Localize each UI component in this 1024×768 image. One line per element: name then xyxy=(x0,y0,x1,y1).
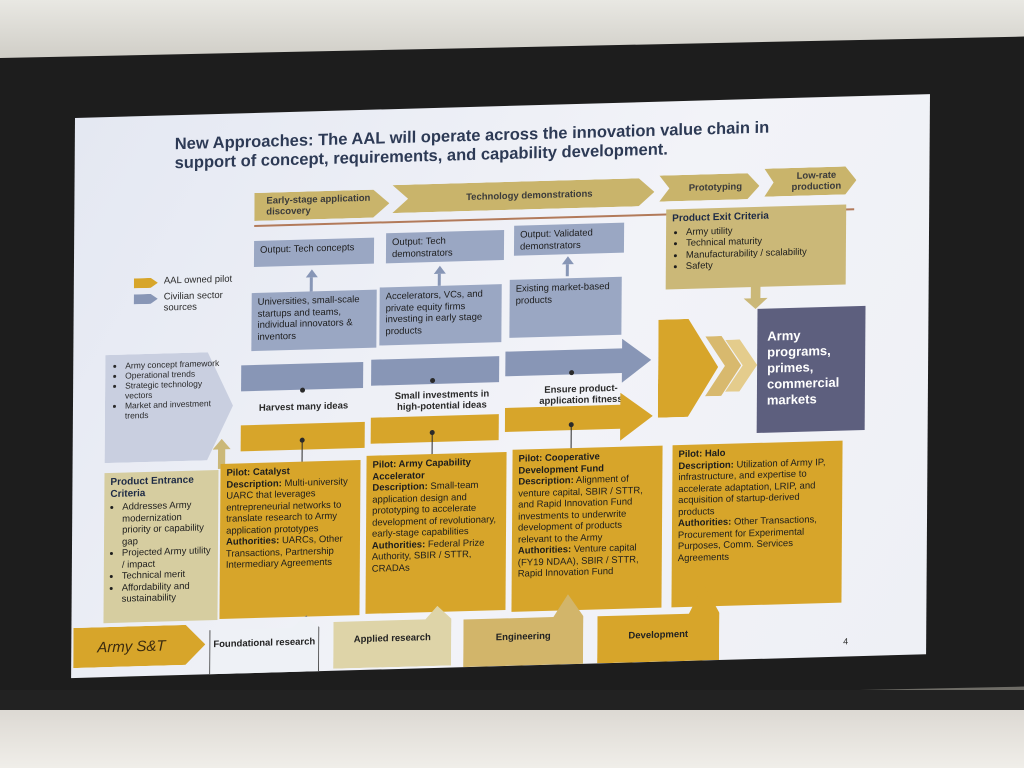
stage-label: Technology demonstrations xyxy=(466,188,593,203)
product-exit-criteria: Product Exit Criteria Army utility Techn… xyxy=(665,204,847,290)
legend-civilian-label: Civilian sector sources xyxy=(163,289,223,314)
army-st-arrow: Army S&T xyxy=(73,624,205,668)
pilot-authorities: Authorities: Federal Prize Authority, SB… xyxy=(372,537,500,575)
pilot-authorities: Authorities: UARCs, Other Transactions, … xyxy=(226,533,354,571)
up-arrow-icon xyxy=(433,265,446,274)
bottom-stage-label: Engineering xyxy=(495,630,551,644)
blue-band-2 xyxy=(371,356,500,386)
pilot-accelerator-box: Pilot: Army Capability Accelerator Descr… xyxy=(365,451,507,614)
stage-label: Prototyping xyxy=(688,180,743,194)
pilot-description: Description: Utilization of Army IP, inf… xyxy=(678,456,836,518)
arrow-stem xyxy=(309,277,313,292)
army-programs-label: Army programs, primes, commercial market… xyxy=(766,327,840,408)
entrance-item: Projected Army utility / impact xyxy=(122,545,212,571)
blue-band-arrow xyxy=(505,338,651,386)
pilot-cooperative-fund-box: Pilot: Cooperative Development Fund Desc… xyxy=(511,445,663,612)
bottom-stage-label: Development xyxy=(628,628,689,642)
output-tech-demonstrators: Output: Tech demonstrators xyxy=(385,230,505,264)
arrow-stem xyxy=(437,273,441,286)
page-number: 4 xyxy=(843,636,849,647)
description-label: Description: xyxy=(226,477,282,491)
stage-prototyping: Prototyping xyxy=(659,173,759,202)
connector-dot xyxy=(569,370,575,376)
bottom-stage-label: Foundational research xyxy=(213,636,316,651)
authorities-label: Authorities: xyxy=(371,538,426,552)
pilot-catalyst-box: Pilot: Catalyst Description: Multi-unive… xyxy=(219,460,361,619)
gold-band-2 xyxy=(370,414,499,444)
concept-item: Market and investment trends xyxy=(125,398,221,420)
pilot-description: Description: Multi-university UARC that … xyxy=(226,476,354,537)
stage-foundational-research: Foundational research xyxy=(209,615,319,678)
stage-early-discovery: Early-stage application discovery xyxy=(254,189,389,221)
projected-slide: New Approaches: The AAL will operate acr… xyxy=(71,94,930,679)
exit-down-arrow-icon xyxy=(744,285,768,310)
stage-label: Early-stage application discovery xyxy=(266,192,371,218)
connector-line xyxy=(570,426,572,451)
army-programs-box: Army programs, primes, commercial market… xyxy=(756,305,866,433)
source-existing-products: Existing market-based products xyxy=(509,276,622,338)
stage-low-rate-production: Low-rate production xyxy=(764,166,856,197)
description-label: Description: xyxy=(678,459,734,472)
entrance-title: Product Entrance Criteria xyxy=(110,474,194,500)
entrance-item: Affordability and sustainability xyxy=(122,580,212,606)
mid-label-small-investments: Small investments in high-potential idea… xyxy=(394,388,490,414)
army-st-label: Army S&T xyxy=(97,636,166,656)
concept-item: Strategic technology vectors xyxy=(125,378,221,400)
output-tech-concepts: Output: Tech concepts xyxy=(253,237,375,268)
source-universities: Universities, small-scale startups and t… xyxy=(251,289,377,352)
authorities-label: Authorities: xyxy=(517,544,572,557)
authorities-label: Authorities: xyxy=(225,535,280,548)
pilot-halo-box: Pilot: Halo Description: Utilization of … xyxy=(671,440,843,608)
source-accelerators: Accelerators, VCs, and private equity fi… xyxy=(379,284,502,346)
pilot-description: Description: Small-team application desi… xyxy=(372,479,500,540)
screen-base xyxy=(0,690,1024,710)
slide-title: New Approaches: The AAL will operate acr… xyxy=(174,118,770,173)
connector-line xyxy=(301,441,303,464)
big-chevron-1 xyxy=(658,318,719,418)
concept-list: Army concept framework Operational trend… xyxy=(113,358,221,421)
pilot-authorities: Authorities: Venture capital (FY19 NDAA)… xyxy=(518,542,656,580)
legend-aal-label: AAL owned pilot xyxy=(163,273,233,287)
arrow-stem xyxy=(565,264,569,277)
output-validated-demonstrators: Output: Validated demonstrators xyxy=(513,222,625,256)
exit-list: Army utility Technical maturity Manufact… xyxy=(672,222,840,273)
description-label: Description: xyxy=(372,481,428,494)
up-arrow-icon xyxy=(561,256,574,265)
entrance-item: Addresses Army modernization priority or… xyxy=(122,499,212,548)
legend-aal-arrow xyxy=(134,278,158,289)
connector-dot xyxy=(300,387,306,393)
product-entrance-criteria: Product Entrance Criteria Addresses Army… xyxy=(103,469,219,624)
bottom-stage-label: Applied research xyxy=(353,632,431,646)
authorities-label: Authorities: xyxy=(677,516,732,530)
gold-band-1 xyxy=(240,421,365,452)
pilot-authorities: Authorities: Other Transactions, Procure… xyxy=(678,514,836,564)
legend-civilian-arrow xyxy=(134,294,158,305)
stage-label: Low-rate production xyxy=(791,169,842,193)
mid-label-harvest: Harvest many ideas xyxy=(258,400,349,414)
entrance-list: Addresses Army modernization priority or… xyxy=(110,499,213,605)
pilot-description: Description: Alignment of venture capita… xyxy=(518,473,656,546)
stage-tech-demonstrations: Technology demonstrations xyxy=(392,178,654,213)
description-label: Description: xyxy=(518,475,574,488)
floor xyxy=(0,700,1024,768)
up-arrow-icon xyxy=(305,269,318,278)
